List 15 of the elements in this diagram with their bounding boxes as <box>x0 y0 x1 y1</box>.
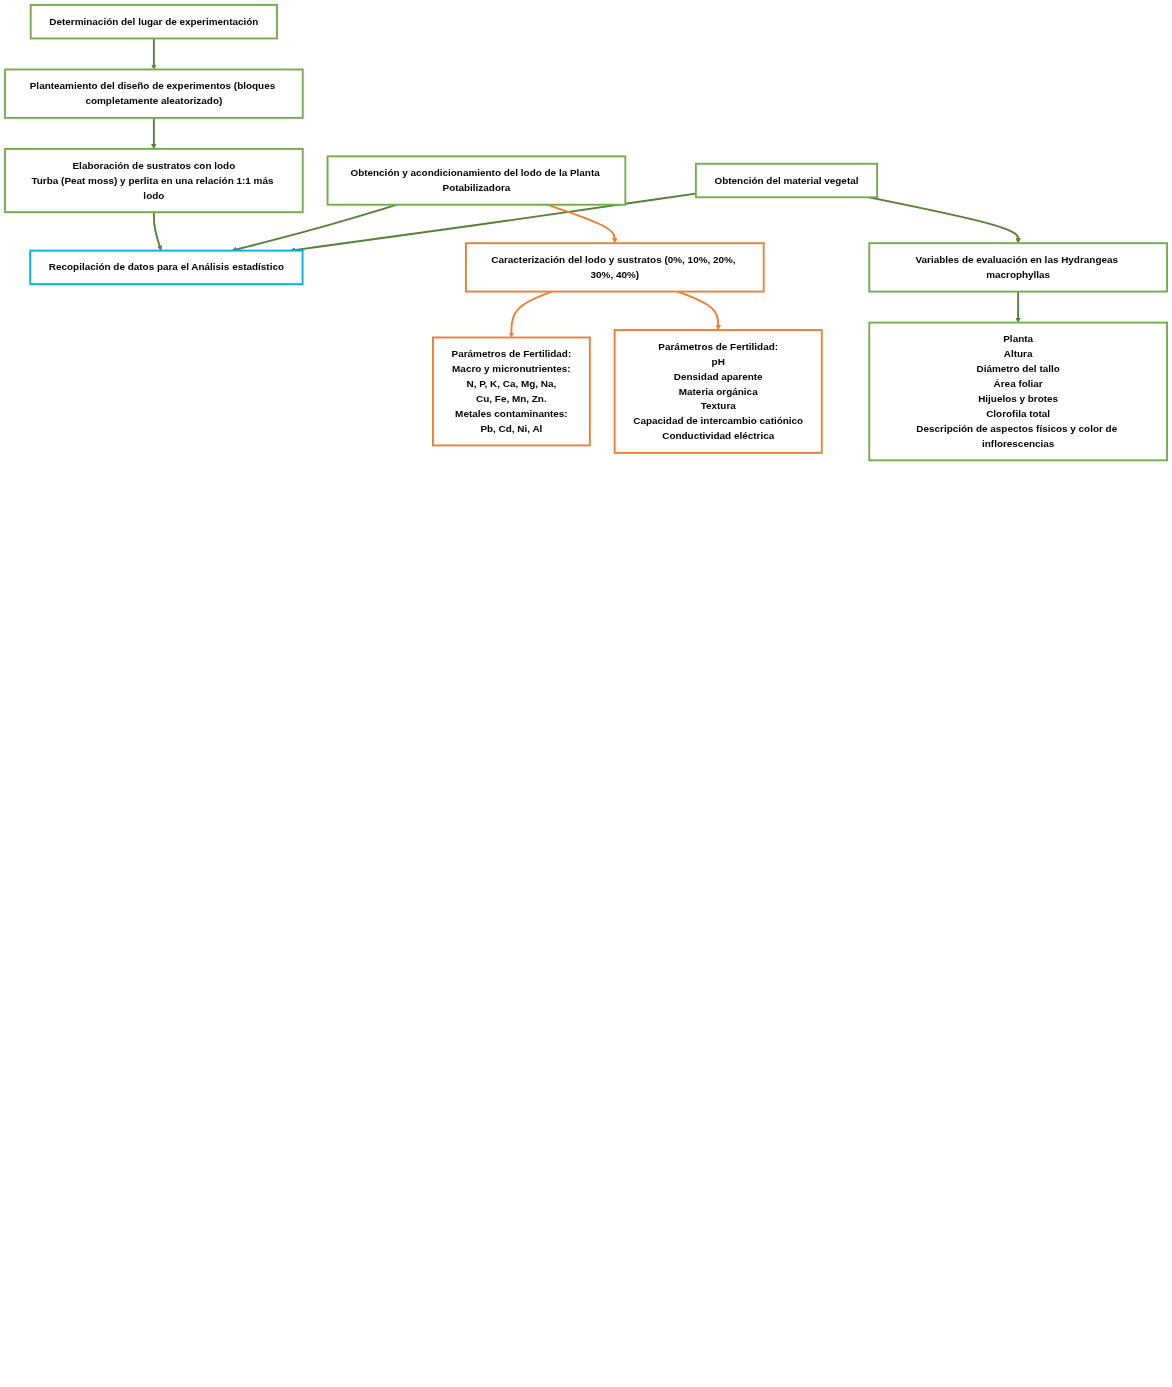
node-box: Parámetros de Fertilidad: Macro y micronutrientes: N, P, K, Ca, Mg, Na, Cu, Fe, Mn, Zn. Metales contaminantes: Pb, Cd, Ni, Al <box>432 336 591 447</box>
arrow <box>152 211 163 251</box>
arrow <box>151 37 157 70</box>
arrow <box>151 116 157 150</box>
arrow <box>1015 290 1021 323</box>
node-box: Determinación del lugar de experimentación <box>29 4 278 40</box>
node-box: Planta Altura Diámetro del tallo Área foliar Hijuelos y brotes Clorofila total Descripción de aspectos físicos y color de inflorescencias <box>868 321 1168 462</box>
node-box: Parámetros de Fertilidad: pH Densidad aparente Materia orgánica Textura Capacidad de intercambio catiónico Conductividad eléctrica <box>613 329 823 454</box>
node-box: Obtención del material vegetal <box>694 162 878 199</box>
node-box: Planteamiento del diseño de experimentos (bloques completamente aleatorizado) <box>4 68 304 119</box>
node-box: Obtención y acondicionamiento del lodo de la Planta Potabilizadora <box>326 155 627 206</box>
node-box: Variables de evaluación en las Hydrangeas macrophyllas <box>868 242 1168 293</box>
node-box: Recopilación de datos para el Análisis estadístico <box>29 249 304 286</box>
node-box: Caracterización del lodo y sustratos (0%, 10%, 20%, 30%, 40%) <box>465 242 765 293</box>
node-box: Elaboración de sustratos con lodo Turba (Peat moss) y perlita en una relación 1:1 más lodo <box>4 147 304 214</box>
